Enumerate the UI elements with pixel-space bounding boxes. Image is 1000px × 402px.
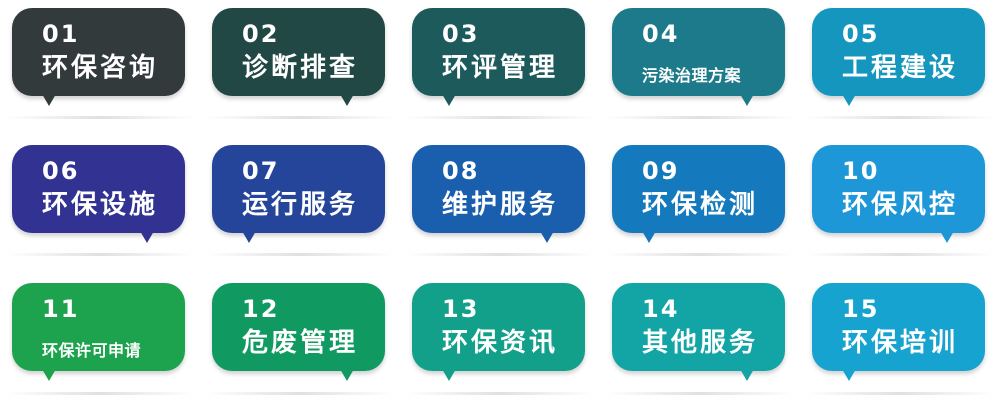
row-shadow (5, 253, 195, 256)
tile-label: 环保咨询 (42, 53, 159, 83)
row-shadow (405, 253, 595, 256)
tile-label: 环保检测 (642, 190, 759, 220)
service-tile-04[interactable]: 04 污染治理方案 (612, 8, 785, 106)
bubble-tail (642, 231, 656, 243)
service-tile-12[interactable]: 12 危废管理 (212, 283, 385, 381)
tile-number: 05 (842, 20, 880, 48)
tile-bubble (412, 283, 585, 371)
tile-number: 10 (842, 157, 880, 185)
service-tile-09[interactable]: 09 环保检测 (612, 145, 785, 243)
bubble-tail (940, 231, 954, 243)
tile-label: 环保资讯 (442, 328, 559, 358)
tile-bubble (12, 283, 185, 371)
row-shadow (205, 116, 395, 119)
tile-bubble (812, 8, 985, 96)
tile-label: 污染治理方案 (642, 66, 742, 85)
tile-label: 环保许可申请 (42, 341, 142, 360)
tile-bubble (612, 283, 785, 371)
row-shadow (805, 116, 995, 119)
service-tile-05[interactable]: 05 工程建设 (812, 8, 985, 106)
tile-bubble (212, 145, 385, 233)
tile-bubble (612, 145, 785, 233)
tile-label: 维护服务 (442, 190, 559, 220)
service-tile-03[interactable]: 03 环评管理 (412, 8, 585, 106)
row-shadow (205, 392, 395, 395)
service-tile-14[interactable]: 14 其他服务 (612, 283, 785, 381)
bubble-tail (740, 94, 754, 106)
row-shadow (605, 253, 795, 256)
tile-bubble (412, 8, 585, 96)
bubble-tail (740, 369, 754, 381)
tile-bubble (412, 145, 585, 233)
tile-label: 环保设施 (42, 190, 159, 220)
bubble-tail (242, 231, 256, 243)
tile-number: 03 (442, 20, 480, 48)
tile-bubble (812, 145, 985, 233)
tile-bubble (612, 8, 785, 96)
bubble-tail (340, 369, 354, 381)
row-shadow (205, 253, 395, 256)
tile-number: 04 (642, 20, 680, 48)
tile-number: 02 (242, 20, 280, 48)
bubble-tail (42, 369, 56, 381)
service-tile-08[interactable]: 08 维护服务 (412, 145, 585, 243)
tile-number: 07 (242, 157, 280, 185)
tile-bubble (812, 283, 985, 371)
tile-number: 09 (642, 157, 680, 185)
bubble-tail (540, 231, 554, 243)
service-tile-10[interactable]: 10 环保风控 (812, 145, 985, 243)
tile-number: 11 (42, 295, 80, 323)
tile-label: 运行服务 (242, 190, 359, 220)
bubble-tail (42, 94, 56, 106)
row-shadow (805, 253, 995, 256)
service-tile-07[interactable]: 07 运行服务 (212, 145, 385, 243)
tile-number: 15 (842, 295, 880, 323)
bubble-tail (842, 369, 856, 381)
row-shadow (605, 392, 795, 395)
service-tile-06[interactable]: 06 环保设施 (12, 145, 185, 243)
row-shadow (405, 116, 595, 119)
service-tile-01[interactable]: 01 环保咨询 (12, 8, 185, 106)
tile-label: 其他服务 (642, 328, 759, 358)
bubble-tail (140, 231, 154, 243)
service-tile-02[interactable]: 02 诊断排查 (212, 8, 385, 106)
tile-number: 12 (242, 295, 280, 323)
tile-label: 环保风控 (842, 190, 959, 220)
tile-number: 08 (442, 157, 480, 185)
tile-label: 危废管理 (242, 328, 359, 358)
row-shadow (5, 116, 195, 119)
service-tile-15[interactable]: 15 环保培训 (812, 283, 985, 381)
service-tile-11[interactable]: 11 环保许可申请 (12, 283, 185, 381)
tile-number: 13 (442, 295, 480, 323)
tile-bubble (12, 145, 185, 233)
tile-number: 14 (642, 295, 680, 323)
tile-label: 工程建设 (842, 53, 959, 83)
bubble-tail (340, 94, 354, 106)
bubble-tail (442, 369, 456, 381)
tile-number: 01 (42, 20, 80, 48)
bubble-tail (442, 94, 456, 106)
tile-bubble (12, 8, 185, 96)
tile-bubble (212, 8, 385, 96)
row-shadow (405, 392, 595, 395)
tile-number: 06 (42, 157, 80, 185)
tile-label: 环评管理 (442, 53, 559, 83)
row-shadow (605, 116, 795, 119)
row-shadow (5, 392, 195, 395)
tile-bubble (212, 283, 385, 371)
row-shadow (805, 392, 995, 395)
tile-label: 环保培训 (842, 328, 959, 358)
tile-label: 诊断排查 (242, 53, 359, 83)
service-tile-13[interactable]: 13 环保资讯 (412, 283, 585, 381)
bubble-tail (842, 94, 856, 106)
